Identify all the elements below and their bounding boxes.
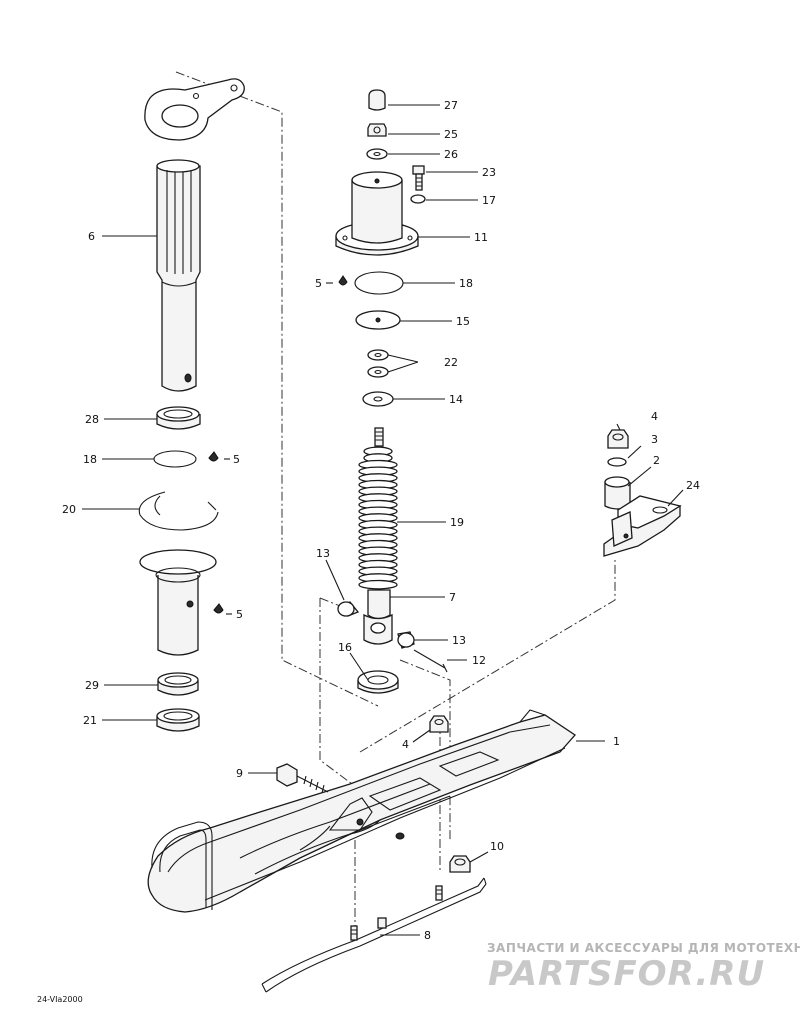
spacer-2	[604, 476, 631, 510]
ski	[147, 709, 576, 913]
callout-23: 23	[482, 166, 496, 179]
washer-3	[607, 457, 627, 467]
wear-bar-8	[261, 877, 487, 993]
watermark: ЗАПЧАСТИ И АКСЕССУАРЫ ДЛЯ МОТОТЕХНИКИ PA…	[487, 941, 800, 994]
callout-10: 10	[490, 840, 504, 853]
callout-29: 29	[85, 679, 99, 692]
callout-8: 8	[424, 929, 431, 942]
callout-numbers: 6 28 18 5 20 5 29 21 27 25 26 23 17 11 5…	[62, 99, 700, 942]
callout-20: 20	[62, 503, 76, 516]
bushing-13-right	[397, 631, 415, 649]
drawing-code: 24-VIa2000	[37, 995, 83, 1004]
callout-12: 12	[472, 654, 486, 667]
o-ring-left	[153, 450, 197, 468]
callout-7: 7	[449, 591, 456, 604]
bushing-21	[156, 708, 200, 732]
nut-25	[367, 123, 387, 137]
callout-5: 5	[233, 453, 240, 466]
callout-14: 14	[449, 393, 463, 406]
nut-4-ski	[429, 715, 449, 733]
washer-26	[366, 148, 388, 160]
callout-17: 17	[482, 194, 496, 207]
watermark-tagline: ЗАПЧАСТИ И АКСЕССУАРЫ ДЛЯ МОТОТЕХНИКИ	[487, 941, 800, 955]
callout-9: 9	[236, 767, 243, 780]
callout-2: 2	[653, 454, 660, 467]
callout-21: 21	[83, 714, 97, 727]
washer-16	[357, 670, 399, 694]
shock-absorber	[358, 427, 398, 645]
plate-15	[355, 310, 401, 330]
washers-22	[367, 349, 389, 378]
circlip	[138, 491, 219, 531]
callout-22: 22	[444, 356, 458, 369]
grease-fitting-icon	[208, 275, 348, 614]
spring-coil	[358, 579, 398, 590]
pin-12	[413, 649, 448, 673]
callout-18: 18	[459, 277, 473, 290]
callout-28: 28	[85, 413, 99, 426]
callout-5: 5	[236, 608, 243, 621]
watermark-logo: PARTSFOR.RU	[488, 954, 765, 994]
callout-19: 19	[450, 516, 464, 529]
bolt-23	[412, 165, 425, 191]
callout-6: 6	[88, 230, 95, 243]
callout-27: 27	[444, 99, 458, 112]
column-housing	[139, 549, 217, 656]
callout-5: 5	[315, 277, 322, 290]
callout-11: 11	[474, 231, 488, 244]
callout-1: 1	[613, 735, 620, 748]
callout-18: 18	[83, 453, 97, 466]
cap-27	[368, 89, 386, 111]
bolt-9	[276, 763, 329, 794]
washer-14	[362, 391, 394, 407]
wear-bar-holder-24	[603, 495, 682, 557]
shock-spring	[358, 446, 398, 590]
callout-16: 16	[338, 641, 352, 654]
lock-washer-17	[410, 194, 426, 204]
callout-13: 13	[316, 547, 330, 560]
nut-4-right	[607, 429, 629, 449]
nut-10	[449, 855, 471, 873]
shock-cup-11	[335, 171, 419, 256]
callout-4: 4	[651, 410, 658, 423]
callout-25: 25	[444, 128, 458, 141]
callout-26: 26	[444, 148, 458, 161]
steering-column	[156, 159, 201, 392]
callout-4: 4	[402, 738, 409, 751]
callout-15: 15	[456, 315, 470, 328]
callout-3: 3	[651, 433, 658, 446]
bushing-13-left	[337, 601, 360, 617]
leader-lines	[82, 104, 684, 936]
callout-24: 24	[686, 479, 700, 492]
o-ring-center	[354, 271, 404, 295]
bushing-29	[157, 672, 199, 696]
bushing-28	[156, 406, 201, 430]
callout-13: 13	[452, 634, 466, 647]
steering-arm	[144, 78, 245, 141]
